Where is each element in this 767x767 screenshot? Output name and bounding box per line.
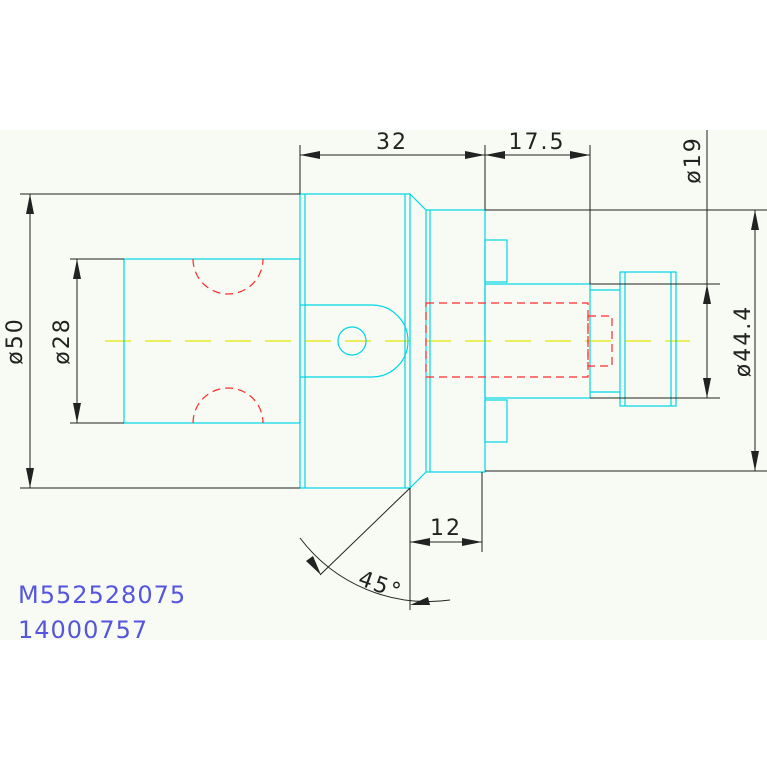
hidden-bore-end [587,315,613,367]
dim-label-d19: ø19 [681,136,706,183]
chamfer-top [409,193,427,211]
arrow-12-right [462,538,482,546]
part-number-line-1: M552528075 [18,581,186,609]
end-cap-outline [619,271,677,407]
arrow-45-left [306,556,321,575]
arrow-d50-top [26,194,34,214]
hidden-arc-bottom [192,387,264,424]
arrow-d44-top [751,210,759,230]
dim-label-d50: ø50 [3,317,28,364]
pin-slot [300,304,409,378]
arrow-d44-bottom [751,451,759,471]
dim-label-12: 12 [430,516,462,541]
arrow-17-5-left [485,151,505,159]
arrow-d50-bottom [26,468,34,488]
arrow-32-right [465,151,485,159]
arrow-45-right [410,597,430,605]
pilot-outline [484,283,591,399]
pin-hole [337,326,367,356]
arrow-d28-bottom [73,403,81,423]
arrow-d19-top [703,284,711,304]
main-body-outline [299,193,411,489]
dim-label-17-5: 17.5 [509,130,566,155]
dim-label-d44: ø44.4 [731,305,756,377]
arrow-32-left [300,151,320,159]
arrow-d28-top [73,259,81,279]
dim-label-d28: ø28 [50,317,75,364]
hidden-arc-top [192,258,264,295]
angle-leader [319,487,411,576]
part-number-line-2: 14000757 [18,616,148,644]
drawing-background [0,130,767,640]
key-lug-top [484,239,508,283]
key-lug-bottom [484,399,508,443]
arrow-12-left [410,538,430,546]
arrow-17-5-right [570,151,590,159]
arrow-d19-bottom [703,378,711,398]
chamfer-bottom [409,471,427,489]
dim-label-32: 32 [376,130,408,155]
